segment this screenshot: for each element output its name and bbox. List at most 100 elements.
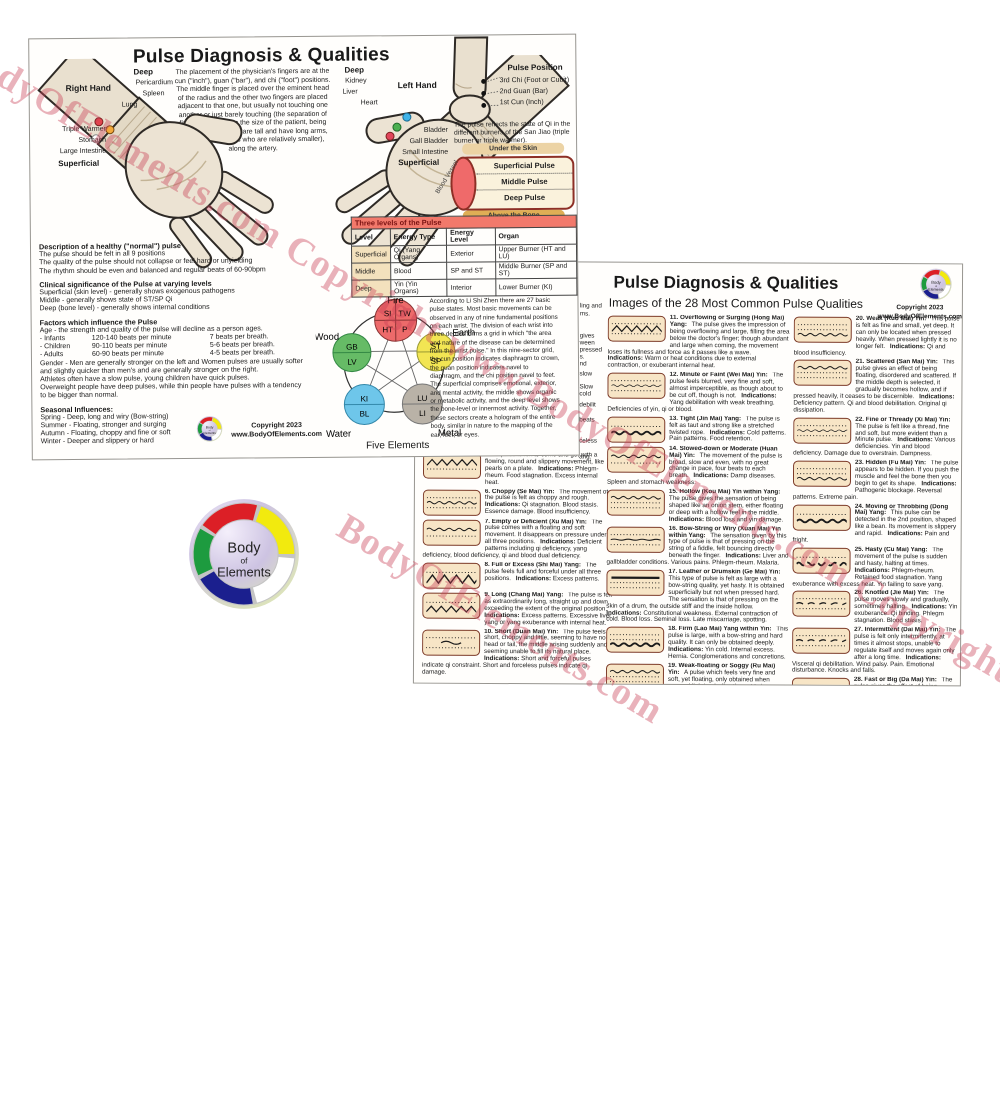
organ-label: Lung <box>122 100 173 111</box>
pulse-quality-indications: Blood loss and yin damage. <box>706 516 783 523</box>
organ-label: Gall Bladder <box>396 137 448 148</box>
page: { "watermark": { "color": "#c93e54", "li… <box>0 0 1000 718</box>
occluded-text-fragment: ween <box>580 339 595 346</box>
pulse-quality-entry: 12. Minute or Faint (Wei Mai) Yin: The p… <box>607 372 789 414</box>
occluded-text-fragment: cold <box>579 390 591 397</box>
svg-text:SI: SI <box>384 309 392 318</box>
pulse-quality-entry: 17. Leather or Drumskin (Ge Mai) Yin: Th… <box>606 569 788 625</box>
pulse-point-dot <box>481 79 486 84</box>
pulse-quality-entry: 11. Overflowing or Surging (Hong Mai) Ya… <box>608 315 790 371</box>
pulse-quality-entry: The pulse is felt to come and go, with a… <box>423 452 613 488</box>
pulse-wave-image <box>793 504 851 530</box>
pulse-wave-image <box>423 519 481 545</box>
occluded-text-fragment: nd <box>580 360 587 367</box>
pulse-quality-entry: 9. Long (Chang Mai) Yang: The pulse is f… <box>422 592 612 628</box>
pulse-wave-image <box>606 663 664 686</box>
indications-label: Indications: <box>890 343 925 350</box>
pulse-quality-entry: 18. Firm (Lao Mai) Yang within Yin: This… <box>606 626 788 661</box>
three-levels-table: Three levels of the Pulse Level Energy T… <box>351 215 578 298</box>
svg-text:Body: Body <box>227 540 261 556</box>
organ-label: Heart <box>328 98 378 109</box>
svg-text:GB: GB <box>346 343 358 352</box>
poster1-copyright-url: www.BodyOfElements.com <box>227 430 327 440</box>
superficial-pulse-level: Superficial Pulse <box>476 158 572 175</box>
table-cell-energy-type: Qi (Yang Organs) <box>390 245 447 262</box>
pulse-point-dot <box>481 103 486 108</box>
clinical-lines: Superficial (skin level) - generally sho… <box>39 287 307 314</box>
table-header-cell: Level <box>351 229 390 246</box>
pulse-quality-indications: Pathogenic blockage. Reversal patterns. … <box>793 487 942 501</box>
occluded-text-fragment: gives <box>580 332 595 339</box>
pulse-quality-indications: Damp diseases. Spleen and stomach weakne… <box>607 473 776 487</box>
table-header-cell: Energy Level <box>447 228 495 245</box>
table-header-cell: Organ <box>495 227 577 245</box>
pulse-quality-entry: 26. Knotted (Jie Mai) Yin: The pulse mov… <box>792 590 958 625</box>
organ-label: Kidney <box>328 76 378 87</box>
organ-label: Large Intestine <box>38 147 106 159</box>
svg-text:BL: BL <box>360 409 370 418</box>
right-wrist-dot-2 <box>106 126 114 134</box>
pulse-wave-image <box>607 490 665 516</box>
water-label: Water <box>326 429 351 440</box>
right-hand-deep-label: Deep <box>133 67 153 76</box>
svg-text:Elements: Elements <box>928 288 943 292</box>
pulse-wave-image <box>793 417 851 443</box>
pulse-quality-entry: 6. Choppy (Se Mai) Yin: The movement of … <box>423 488 613 517</box>
pulse-quality-indications: Yang debilitation with weak breathing. D… <box>607 399 774 413</box>
table-cell-energy-level: Exterior <box>447 245 495 262</box>
right-hand-label: Right Hand <box>66 83 111 93</box>
pulse-quality-indications: Excess patterns. <box>553 575 600 582</box>
five-elements-caption: Five Elements <box>333 440 463 452</box>
indications-label: Indications: <box>669 516 704 523</box>
wrist-pulse-position-illustration <box>441 35 506 128</box>
svg-text:Body: Body <box>206 425 214 429</box>
pulse-quality-entry: 23. Hidden (Fu Mai) Yin: The pulse appea… <box>793 460 959 502</box>
pulse-quality-entry: 28. Fast or Big (Da Mai) Yin: The pulse … <box>792 677 958 687</box>
svg-text:Elements: Elements <box>203 431 216 435</box>
pulse-wave-image <box>793 461 851 487</box>
poster2-copyright-year: Copyright 2023 <box>872 303 963 313</box>
pulse-qualities-column-left: The pulse is felt to come and go, with a… <box>422 452 613 680</box>
pulse-quality-entry: 27. Intermittent (Dai Mai) Yin: The puls… <box>792 627 958 676</box>
table-cell-energy-level: SP and ST <box>447 262 495 279</box>
pulse-position-item: 2nd Guan (Bar) <box>500 86 570 98</box>
deep-pulse-level: Deep Pulse <box>477 190 573 206</box>
table-row: Middle Blood SP and ST Middle Burner (SP… <box>352 261 577 280</box>
factors-lines: Gender - Men are generally stronger on t… <box>40 358 308 401</box>
occluded-text-fragment: ling and <box>580 302 602 309</box>
pulse-wave-image <box>606 570 664 596</box>
occluded-text-fragment: ms. <box>580 310 590 317</box>
pulse-quality-entry: 22. Fine or Thready (Xi Mai) Yin: The pu… <box>793 416 959 458</box>
pulse-quality-indications: Deficiency pattern. Qi and blood debilit… <box>793 399 946 413</box>
pulse-quality-entry: 13. Tight (Jin Mai) Yang: The pulse is f… <box>607 415 789 444</box>
svg-text:TW: TW <box>398 309 411 318</box>
svg-text:P: P <box>402 325 407 334</box>
svg-text:LV: LV <box>347 358 357 367</box>
right-hand-superficial-label: Superficial <box>58 159 99 168</box>
organ-label: Spleen <box>122 89 173 100</box>
table-cell-organ: Middle Burner (SP and ST) <box>495 261 577 279</box>
occluded-text-fragment: s. <box>580 353 585 360</box>
organ-label: Triple Warmer <box>38 125 106 137</box>
fire-label: Fire <box>387 295 403 306</box>
table-cell-organ: Upper Burner (HT and LU) <box>495 244 577 262</box>
pulse-wave-image <box>607 373 665 399</box>
pulse-qualities-column-middle: 11. Overflowing or Surging (Hong Mai) Ya… <box>606 315 790 687</box>
left-hand-deep-label: Deep <box>344 65 364 74</box>
pulse-wave-image <box>793 360 851 386</box>
left-hand-label: Left Hand <box>398 80 437 90</box>
pulse-wave-image <box>423 489 481 515</box>
pulse-wave-image <box>792 591 850 617</box>
description-lines: The pulse should be felt in all 9 positi… <box>39 249 307 276</box>
pulse-quality-entry: 14. Slowed-down or Moderate (Huan Mai) Y… <box>607 445 789 487</box>
occluded-text-fragment: Slow <box>579 383 593 390</box>
beats-per-breath: 4-5 beats per breath. <box>210 350 275 359</box>
pulse-wave-image <box>794 317 852 343</box>
water-circle: KI BL <box>344 384 384 424</box>
occluded-text-fragment: debilit <box>579 401 595 408</box>
pulse-quality-entry: 25. Hasty (Cu Mai) Yang: The movement of… <box>792 547 958 589</box>
svg-text:HT: HT <box>382 325 393 334</box>
pulse-quality-description: The pulse gives the sensation of being s… <box>669 495 784 516</box>
